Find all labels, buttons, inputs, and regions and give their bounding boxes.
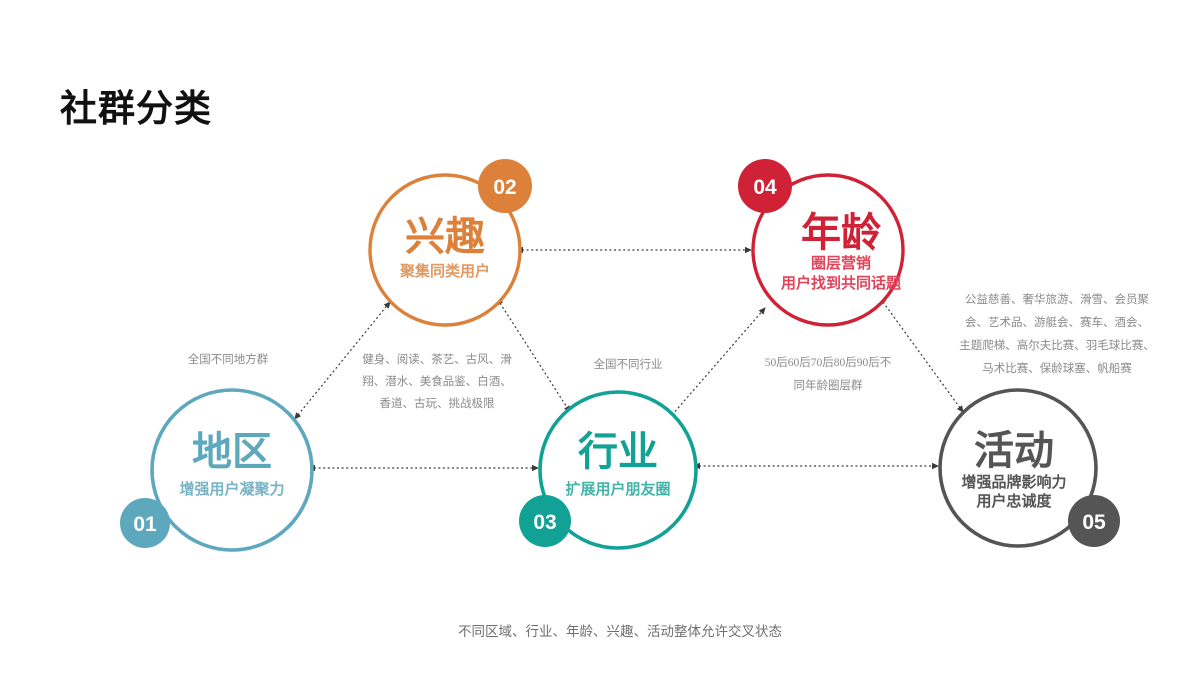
node-activity-badge-label: 05 xyxy=(1082,511,1106,534)
node-interest-badge xyxy=(478,159,532,213)
connector-group xyxy=(294,246,964,472)
connector-age-activity xyxy=(879,297,964,413)
node-interest-ring xyxy=(368,173,522,327)
node-interest[interactable]: 02 兴趣 聚集同类用户 xyxy=(368,159,532,327)
page-title: 社群分类 xyxy=(60,88,212,129)
node-activity-subtitle-2: 用户忠诚度 xyxy=(976,492,1052,510)
edge-label-region-interest: 全国不同地方群 xyxy=(188,352,269,366)
node-activity-subtitle-1: 增强品牌影响力 xyxy=(961,473,1066,491)
node-region-title: 地区 xyxy=(192,430,272,474)
node-industry-badge xyxy=(519,495,571,547)
edge-label-line: 主题爬梯、高尔夫比赛、羽毛球比赛、 xyxy=(959,338,1155,352)
connector-interest-industry xyxy=(496,297,571,413)
node-region[interactable]: 01 地区 增强用户凝聚力 xyxy=(120,388,314,552)
node-region-badge-label: 01 xyxy=(133,513,157,536)
edge-label-line: 香道、古玩、挑战极限 xyxy=(380,396,495,410)
node-region-ring xyxy=(150,388,314,552)
node-age-subtitle-2: 用户找到共同话题 xyxy=(781,274,902,292)
edge-label-line: 全国不同地方群 xyxy=(188,352,269,366)
node-region-subtitle-1: 增强用户凝聚力 xyxy=(179,480,284,498)
node-industry-badge-label: 03 xyxy=(533,511,556,534)
node-age-badge-label: 04 xyxy=(753,176,777,199)
edge-label-line: 翔、潜水、美食品鉴、白酒、 xyxy=(362,374,512,388)
node-interest-subtitle-1: 聚集同类用户 xyxy=(399,262,490,280)
edge-label-line: 50后60后70后80后90后不 xyxy=(765,356,892,369)
edge-label-line: 公益慈善、奢华旅游、滑雪、会员聚 xyxy=(965,292,1149,306)
node-industry-ring xyxy=(538,390,698,550)
edge-label-line: 马术比赛、保龄球塞、帆船赛 xyxy=(982,361,1132,375)
edge-label-line: 健身、阅读、茶艺、古风、滑 xyxy=(362,352,512,366)
node-interest-title: 兴趣 xyxy=(405,215,485,259)
edge-label-interest-industry: 健身、阅读、茶艺、古风、滑 翔、潜水、美食品鉴、白酒、 香道、古玩、挑战极限 xyxy=(362,352,512,410)
node-activity[interactable]: 05 活动 增强品牌影响力 用户忠诚度 xyxy=(938,388,1120,548)
edge-label-industry-age: 全国不同行业 xyxy=(594,357,663,371)
edge-label-line: 全国不同行业 xyxy=(594,357,663,371)
node-industry-subtitle-1: 扩展用户朋友圈 xyxy=(565,480,670,498)
node-age-ring xyxy=(751,173,905,327)
node-interest-badge-label: 02 xyxy=(493,176,516,199)
footer-note: 不同区域、行业、年龄、兴趣、活动整体允许交叉状态 xyxy=(458,623,782,639)
node-activity-ring xyxy=(938,388,1098,548)
edge-label-line: 会、艺术品、游艇会、赛车、酒会、 xyxy=(965,315,1149,329)
connector-region-interest xyxy=(294,301,391,420)
node-age-badge xyxy=(738,159,792,213)
node-age-subtitle-1: 圈层营销 xyxy=(811,254,871,272)
edge-label-activity-list: 公益慈善、奢华旅游、滑雪、会员聚 会、艺术品、游艇会、赛车、酒会、 主题爬梯、高… xyxy=(959,292,1155,375)
connector-industry-age xyxy=(668,307,766,420)
node-activity-badge xyxy=(1068,495,1120,547)
node-age[interactable]: 04 年龄 圈层营销 用户找到共同话题 xyxy=(738,159,905,327)
node-age-title: 年龄 xyxy=(801,211,881,255)
node-industry-title: 行业 xyxy=(578,430,658,474)
node-region-badge xyxy=(120,498,170,548)
node-activity-title: 活动 xyxy=(974,429,1054,473)
edge-label-line: 同年龄圈层群 xyxy=(794,378,863,392)
node-industry[interactable]: 03 行业 扩展用户朋友圈 xyxy=(519,390,698,550)
edge-label-age-activity: 50后60后70后80后90后不 同年龄圈层群 xyxy=(765,356,892,392)
